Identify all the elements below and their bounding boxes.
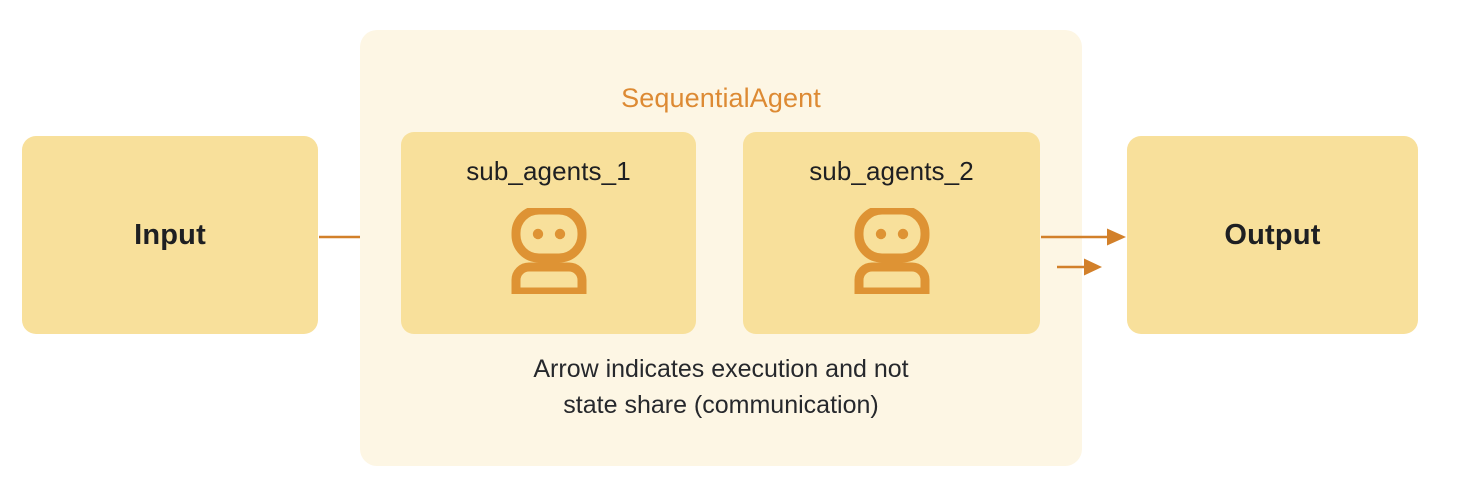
sub-agent-box-1[interactable]: sub_agents_1 — [401, 132, 696, 334]
arrow-right-icon — [1057, 258, 1102, 276]
caption-line-1: Arrow indicates execution and not — [533, 355, 909, 383]
robot-icon — [511, 205, 587, 299]
arrow-right-icon — [1041, 228, 1126, 246]
input-box: Input — [22, 136, 318, 334]
caption-line-2: state share (communication) — [563, 391, 879, 419]
caption: Arrow indicates execution and not state … — [360, 351, 1082, 423]
arrow-agent1-to-agent2 — [1057, 255, 1103, 284]
sub-agent-1-label: sub_agents_1 — [466, 156, 631, 186]
sub-agent-2-label: sub_agents_2 — [809, 156, 974, 186]
output-box: Output — [1127, 136, 1418, 334]
arrow-agent2-to-output — [1041, 225, 1127, 254]
robot-icon — [854, 205, 930, 299]
sequential-agent-container: SequentialAgent sub_agents_1 — [360, 30, 1102, 466]
sub-agent-box-2[interactable]: sub_agents_2 — [743, 132, 1040, 334]
output-label: Output — [1224, 218, 1321, 251]
sequential-agent-title: SequentialAgent — [621, 83, 821, 113]
input-label: Input — [134, 218, 206, 251]
